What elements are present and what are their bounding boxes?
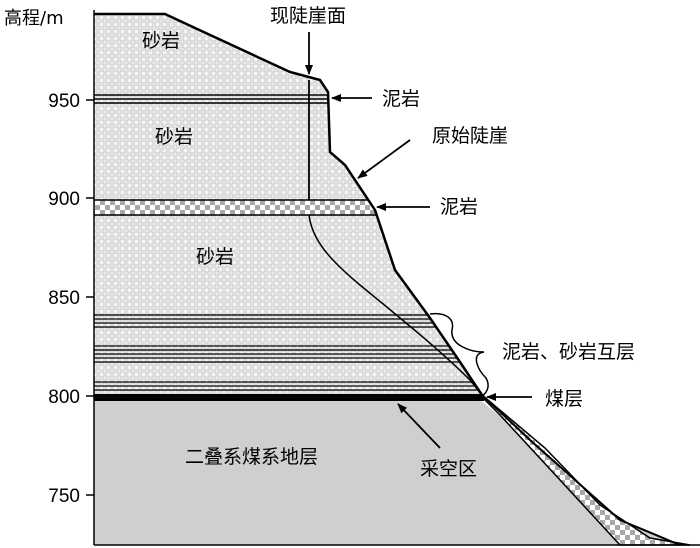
coal-seam xyxy=(94,394,484,401)
label-coal-seam: 煤层 xyxy=(545,388,583,410)
tick-label-900: 900 xyxy=(48,189,80,210)
tick-label-950: 950 xyxy=(48,91,80,112)
label-permian-strata: 二叠系煤系地层 xyxy=(185,446,318,468)
label-sandstone-top: 砂岩 xyxy=(142,30,180,52)
tick-label-750: 750 xyxy=(48,486,80,507)
permian-strata xyxy=(94,400,680,545)
label-goaf: 采空区 xyxy=(420,458,477,480)
label-original-cliff: 原始陡崖 xyxy=(432,125,508,147)
slope-line xyxy=(481,394,681,546)
tick-label-850: 850 xyxy=(48,288,80,309)
arrow-original-cliff xyxy=(357,139,411,179)
tick-label-800: 800 xyxy=(48,387,80,408)
label-sandstone-lower: 砂岩 xyxy=(196,246,234,268)
label-current-face: 现陡崖面 xyxy=(270,5,346,27)
label-mudstone-upper: 泥岩 xyxy=(382,88,420,110)
failure-surface-line xyxy=(308,214,483,396)
label-interbedded: 泥岩、砂岩互层 xyxy=(502,341,635,363)
y-axis-title: 高程/m xyxy=(4,8,64,29)
original-cliff-line xyxy=(94,12,484,396)
label-mudstone-lower: 泥岩 xyxy=(440,196,478,218)
arrow-goaf xyxy=(397,403,441,449)
label-sandstone-mid: 砂岩 xyxy=(155,126,193,148)
brace-interbedded xyxy=(429,312,489,397)
